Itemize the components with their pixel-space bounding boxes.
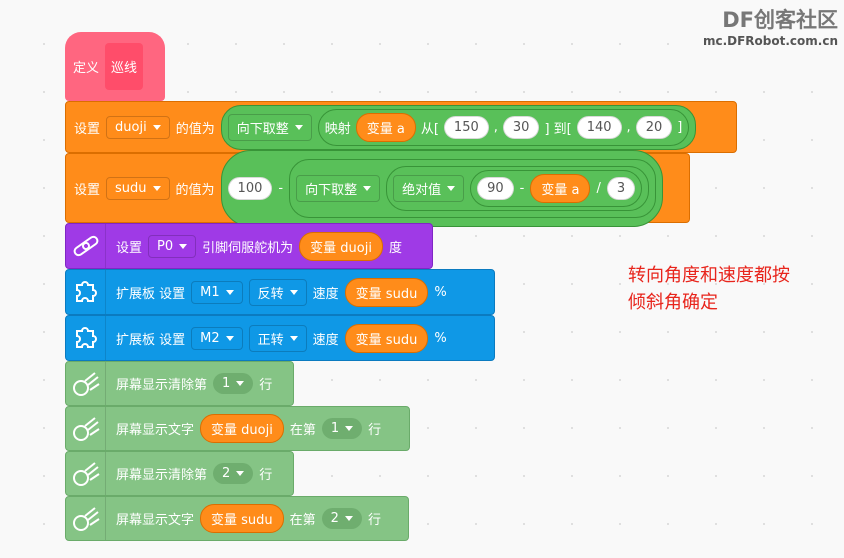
set-label: 设置 bbox=[74, 121, 101, 137]
at-label: 在第 bbox=[289, 423, 316, 438]
at-label: 在第 bbox=[289, 513, 316, 528]
direction-dropdown[interactable]: 反转 bbox=[248, 278, 307, 306]
watermark-url: mc.DFRobot.com.cn bbox=[702, 34, 838, 48]
servo-icon bbox=[66, 224, 106, 268]
from-low-input[interactable]: 150 bbox=[443, 115, 489, 139]
variable-dropdown[interactable]: sudu bbox=[106, 176, 170, 200]
comma: , bbox=[493, 119, 498, 135]
screen-icon bbox=[66, 452, 106, 495]
clear-label: 屏幕显示清除第 bbox=[116, 378, 208, 393]
screen-text-block-1[interactable]: 屏幕显示文字 变量 duoji 在第 1 行 bbox=[65, 406, 410, 451]
variable-duoji[interactable]: 变量 duoji bbox=[299, 231, 383, 261]
variable-sudu[interactable]: 变量 sudu bbox=[200, 504, 284, 533]
watermark-brand: DF创客社区 bbox=[722, 8, 838, 32]
number-input[interactable]: 100 bbox=[227, 176, 273, 200]
note-line-2: 倾斜角确定 bbox=[628, 292, 718, 313]
row-label: 行 bbox=[368, 423, 382, 438]
text-label: 屏幕显示文字 bbox=[116, 513, 195, 528]
motor-label: 扩展板 设置 bbox=[116, 332, 186, 348]
divide-reporter[interactable]: 90 - 变量 a / 3 bbox=[470, 169, 643, 207]
from-high-input[interactable]: 30 bbox=[502, 115, 540, 139]
screen-icon bbox=[66, 497, 106, 540]
variable-sudu[interactable]: 变量 sudu bbox=[344, 277, 429, 307]
variable-a[interactable]: 变量 a bbox=[530, 173, 591, 203]
subtract-reporter[interactable]: 100 - 向下取整 绝对值 90 - 变量 a / 3 bbox=[220, 149, 664, 227]
pin-dropdown[interactable]: P0 bbox=[148, 234, 197, 258]
floor-dropdown[interactable]: 向下取整 bbox=[227, 113, 312, 141]
line-dropdown[interactable]: 1 bbox=[321, 418, 363, 439]
variable-duoji[interactable]: 变量 duoji bbox=[200, 414, 284, 443]
screen-icon bbox=[66, 362, 106, 405]
direction-dropdown[interactable]: 正转 bbox=[248, 324, 307, 352]
abs-reporter[interactable]: 绝对值 90 - 变量 a / 3 bbox=[386, 165, 650, 211]
floor-reporter[interactable]: 向下取整 映射 变量 a 从[ 150 , 30 ] 到[ 140 , 20 ] bbox=[220, 104, 697, 150]
define-hat-block[interactable]: 定义 巡线 bbox=[65, 32, 165, 101]
define-label: 定义 bbox=[73, 61, 100, 76]
variable-dropdown[interactable]: duoji bbox=[106, 115, 170, 139]
note-line-1: 转向角度和速度都按 bbox=[628, 265, 790, 286]
screen-clear-block-2[interactable]: 屏幕显示清除第 2 行 bbox=[65, 451, 294, 496]
from-label: 从[ bbox=[420, 121, 439, 137]
clear-label: 屏幕显示清除第 bbox=[116, 468, 208, 483]
watermark: DF创客社区 mc.DFRobot.com.cn bbox=[703, 4, 838, 48]
variable-sudu[interactable]: 变量 sudu bbox=[344, 323, 429, 353]
motor-label: 扩展板 设置 bbox=[116, 286, 186, 302]
minus-sign: - bbox=[519, 180, 525, 196]
screen-clear-block-1[interactable]: 屏幕显示清除第 1 行 bbox=[65, 361, 294, 406]
servo-label: 引脚伺服舵机为 bbox=[202, 240, 294, 256]
annotation-note: 转向角度和速度都按 倾斜角确定 bbox=[628, 262, 790, 316]
line-dropdown[interactable]: 2 bbox=[321, 508, 362, 529]
speed-label: 速度 bbox=[312, 286, 339, 302]
row-label: 行 bbox=[259, 378, 273, 393]
text-label: 屏幕显示文字 bbox=[116, 423, 195, 438]
map-label: 映射 bbox=[324, 121, 351, 137]
percent-label: % bbox=[434, 284, 447, 300]
to-low-input[interactable]: 140 bbox=[576, 115, 622, 139]
set-label: 设置 bbox=[116, 240, 143, 256]
speed-label: 速度 bbox=[312, 332, 339, 348]
degree-label: 度 bbox=[388, 240, 402, 256]
to-label: ] 到[ bbox=[544, 121, 572, 137]
puzzle-icon bbox=[66, 270, 106, 314]
number-input[interactable]: 3 bbox=[606, 176, 636, 200]
abs-dropdown[interactable]: 绝对值 bbox=[393, 174, 465, 202]
motor-dropdown[interactable]: M2 bbox=[191, 326, 243, 350]
motor-dropdown[interactable]: M1 bbox=[191, 280, 243, 304]
line-dropdown[interactable]: 1 bbox=[213, 373, 254, 394]
motor-block-2[interactable]: 扩展板 设置 M2 正转 速度 变量 sudu % bbox=[65, 315, 495, 361]
comma: , bbox=[626, 119, 631, 135]
set-label: 设置 bbox=[74, 182, 101, 198]
value-label: 的值为 bbox=[175, 182, 215, 198]
puzzle-icon bbox=[66, 316, 106, 360]
floor-reporter[interactable]: 向下取整 绝对值 90 - 变量 a / 3 bbox=[289, 158, 657, 218]
close-bracket: ] bbox=[677, 119, 683, 135]
set-sudu-block[interactable]: 设置 sudu 的值为 100 - 向下取整 绝对值 90 - 变量 a / 3 bbox=[65, 149, 690, 227]
row-label: 行 bbox=[259, 468, 273, 483]
motor-block-1[interactable]: 扩展板 设置 M1 反转 速度 变量 sudu % bbox=[65, 269, 495, 315]
to-high-input[interactable]: 20 bbox=[635, 115, 673, 139]
value-label: 的值为 bbox=[175, 121, 215, 137]
line-dropdown[interactable]: 2 bbox=[213, 463, 254, 484]
divide-sign: / bbox=[596, 180, 601, 196]
set-duoji-block[interactable]: 设置 duoji 的值为 向下取整 映射 变量 a 从[ 150 , 30 ] … bbox=[65, 101, 737, 153]
screen-icon bbox=[66, 407, 106, 450]
servo-block[interactable]: 设置 P0 引脚伺服舵机为 变量 duoji 度 bbox=[65, 223, 433, 269]
minus-sign: - bbox=[278, 180, 284, 196]
row-label: 行 bbox=[367, 513, 381, 528]
map-reporter[interactable]: 映射 变量 a 从[ 150 , 30 ] 到[ 140 , 20 ] bbox=[317, 108, 690, 146]
function-name[interactable]: 巡线 bbox=[105, 43, 144, 90]
number-input[interactable]: 90 bbox=[477, 176, 514, 200]
floor-dropdown[interactable]: 向下取整 bbox=[296, 174, 381, 202]
screen-text-block-2[interactable]: 屏幕显示文字 变量 sudu 在第 2 行 bbox=[65, 496, 409, 541]
percent-label: % bbox=[434, 330, 447, 346]
variable-a[interactable]: 变量 a bbox=[355, 112, 416, 142]
